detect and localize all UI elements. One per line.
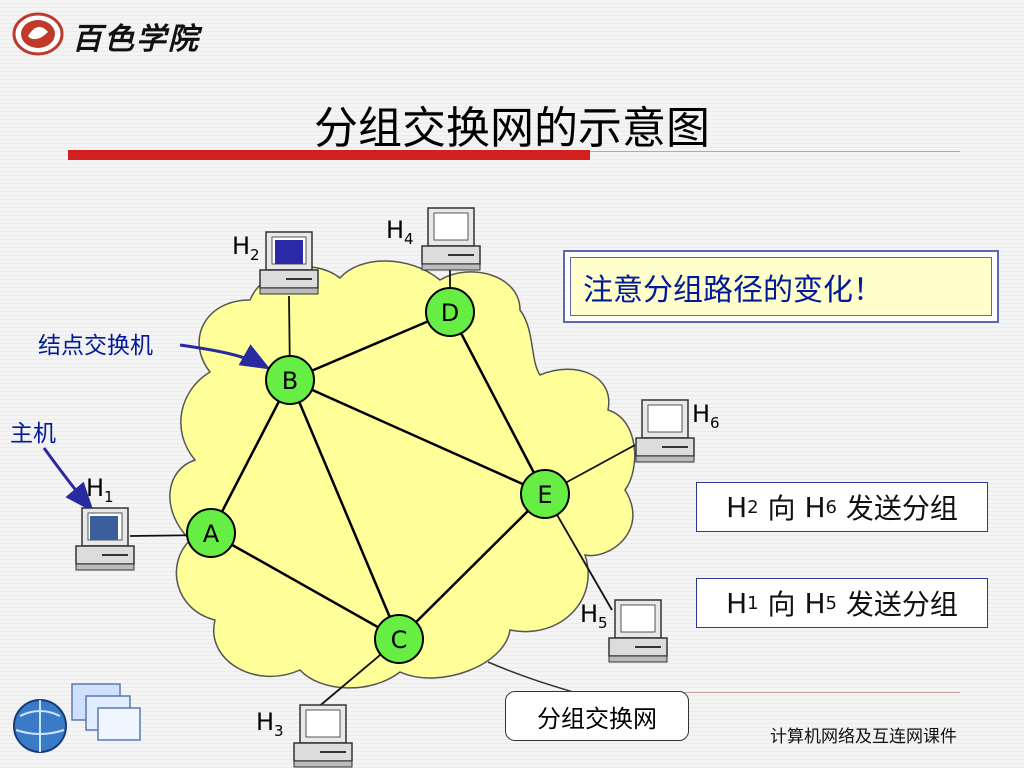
host-H1-label: H1 <box>86 474 114 506</box>
switch-label-arrow <box>179 343 271 370</box>
node-C <box>374 614 424 664</box>
link-B-D <box>289 310 451 382</box>
host-label: 主机 <box>10 421 56 447</box>
host-H3-label: H3 <box>256 708 284 740</box>
globe-computer-icon <box>13 683 141 753</box>
link-D-E <box>448 311 547 495</box>
host-H3-computer-icon <box>293 704 353 768</box>
host-H6-computer-icon <box>635 399 695 463</box>
node-B <box>265 355 315 405</box>
path-change-note-text: 注意分组路径的变化！ <box>570 257 992 316</box>
host-H4-computer-icon <box>421 207 481 271</box>
node-switch-label: 结点交换机 <box>38 333 153 359</box>
link-C-E <box>398 493 546 640</box>
host-H6-label: H6 <box>692 400 720 432</box>
host-H2-label: H2 <box>232 232 260 264</box>
host-H2-computer-icon <box>259 231 319 295</box>
node-A-label: A <box>203 520 220 548</box>
host-H4-label: H4 <box>386 216 414 248</box>
node-C-label: C <box>391 626 408 654</box>
network-label: 分组交换网 <box>505 691 689 741</box>
logo-text: 百色学院 <box>72 22 200 57</box>
link-A-B <box>209 379 292 534</box>
node-E-label: E <box>537 481 552 509</box>
node-B-label: B <box>282 367 298 395</box>
host-H5-computer-icon <box>608 599 668 663</box>
link-B-C <box>288 379 401 640</box>
host-H5-label: H5 <box>580 600 608 632</box>
host-label-arrow <box>42 447 94 513</box>
title-underline <box>68 150 590 160</box>
title-rule <box>590 151 960 152</box>
college-logo-icon <box>12 12 64 56</box>
node-D <box>425 287 475 337</box>
node-D-label: D <box>441 299 459 327</box>
node-A <box>186 508 236 558</box>
footer-text: 计算机网络及互连网课件 <box>770 727 957 747</box>
node-E <box>520 469 570 519</box>
link-A-C <box>210 531 400 641</box>
footer-rule <box>540 692 960 693</box>
path-change-note: 注意分组路径的变化！ <box>563 250 999 323</box>
host-H1-computer-icon <box>75 507 135 571</box>
link-B-E <box>289 378 546 496</box>
page-title: 分组交换网的示意图 <box>314 103 710 154</box>
